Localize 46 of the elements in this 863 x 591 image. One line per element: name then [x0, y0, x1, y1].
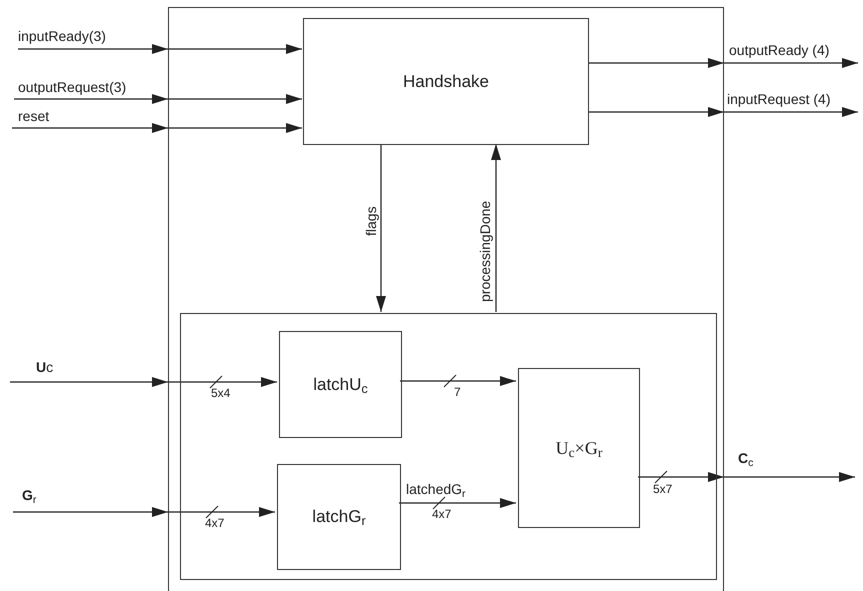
- arrow: [376, 144, 386, 312]
- block-label: latchU$_{c}$: [313, 374, 368, 398]
- bus-width-label: 4x7: [432, 507, 452, 521]
- arrow: [399, 498, 516, 508]
- arrow: [400, 376, 516, 386]
- signal-label: outputReady (4): [729, 42, 830, 58]
- signal-label: inputReady(3): [18, 28, 106, 44]
- arrow: [168, 507, 275, 517]
- signal-label: flags: [363, 206, 379, 236]
- arrow: [13, 507, 168, 517]
- signal-label: latchedG$_{r}$: [406, 481, 466, 497]
- signal-label: reset: [18, 108, 50, 124]
- bus-width-label: 7: [454, 385, 461, 399]
- frame-box: [180, 313, 717, 580]
- arrow: [12, 123, 168, 133]
- arrow: [10, 377, 168, 387]
- arrow: [168, 94, 302, 104]
- block-label: U$_{c}$×G$_{r}$: [556, 436, 602, 462]
- arrow: [14, 94, 168, 104]
- block-label: latchG$_{r}$: [312, 506, 366, 530]
- arrow: [168, 377, 277, 387]
- block-box: [303, 18, 589, 145]
- arrow: [638, 472, 724, 482]
- block-box: [279, 331, 402, 438]
- arrow: [724, 107, 858, 117]
- block-label: Handshake: [402, 70, 489, 93]
- arrow: [724, 472, 855, 482]
- signal-label: processingDone: [477, 200, 493, 302]
- bus-width-label: 4x7: [205, 516, 224, 530]
- signal-label: C$_{c}$: [738, 450, 754, 466]
- signal-label: outputRequest(3): [18, 79, 126, 95]
- bus-width-label: 5x7: [653, 482, 672, 496]
- bus-width-label: 5x4: [211, 386, 230, 400]
- arrow: [588, 107, 724, 117]
- arrow: [18, 44, 168, 54]
- frame-box: [168, 7, 724, 591]
- signal-label: Uc: [36, 359, 54, 375]
- arrow: [168, 123, 302, 133]
- block-box: [277, 464, 401, 570]
- arrow: [588, 58, 724, 68]
- signal-label: G$_{r}$: [22, 487, 36, 503]
- arrow: [168, 44, 302, 54]
- arrow: [491, 144, 501, 312]
- arrow: [724, 58, 858, 68]
- signal-label: inputRequest (4): [727, 91, 831, 107]
- block-box: [518, 368, 640, 528]
